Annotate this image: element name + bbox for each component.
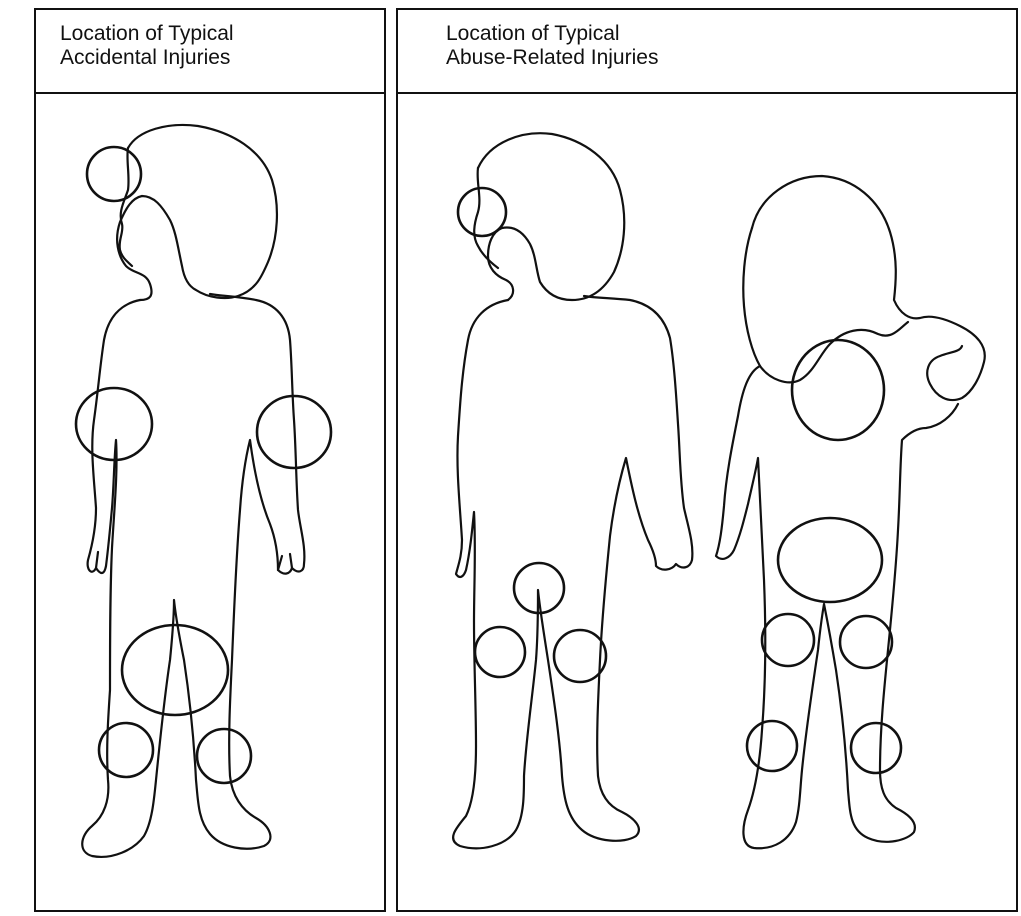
child-front-figure-accidental (82, 125, 304, 857)
abuse-front-figure-face (474, 168, 498, 268)
injury-back-of-left-thigh (840, 616, 892, 668)
abuse-back-figure-body (716, 366, 958, 848)
injury-back-of-right-thigh (762, 614, 814, 666)
injury-left-knee (197, 729, 251, 783)
abuse-front-injury-marks (458, 188, 606, 682)
abuse-back-figure-hair (743, 228, 908, 382)
abuse-back-figure-head (752, 176, 985, 400)
injury-right-calf (747, 721, 797, 771)
injury-upper-back (792, 340, 884, 440)
injury-ear (458, 188, 506, 236)
child-front-figure-abuse (453, 133, 692, 848)
injury-left-calf (851, 723, 901, 773)
abuse-front-figure-body (453, 296, 692, 848)
abuse-front-figure-head (478, 133, 624, 300)
accidental-figure-body (82, 294, 304, 857)
accidental-figure-face (120, 148, 132, 266)
injury-forehead (87, 147, 141, 201)
injury-right-thigh (475, 627, 525, 677)
injury-lower-abdomen (122, 625, 228, 715)
accidental-figure-head (117, 125, 277, 300)
injury-buttocks (778, 518, 882, 602)
injury-left-thigh (554, 630, 606, 682)
accidental-figure-hands (96, 552, 292, 570)
injury-right-elbow (76, 388, 152, 460)
abuse-back-injury-marks (747, 340, 901, 773)
